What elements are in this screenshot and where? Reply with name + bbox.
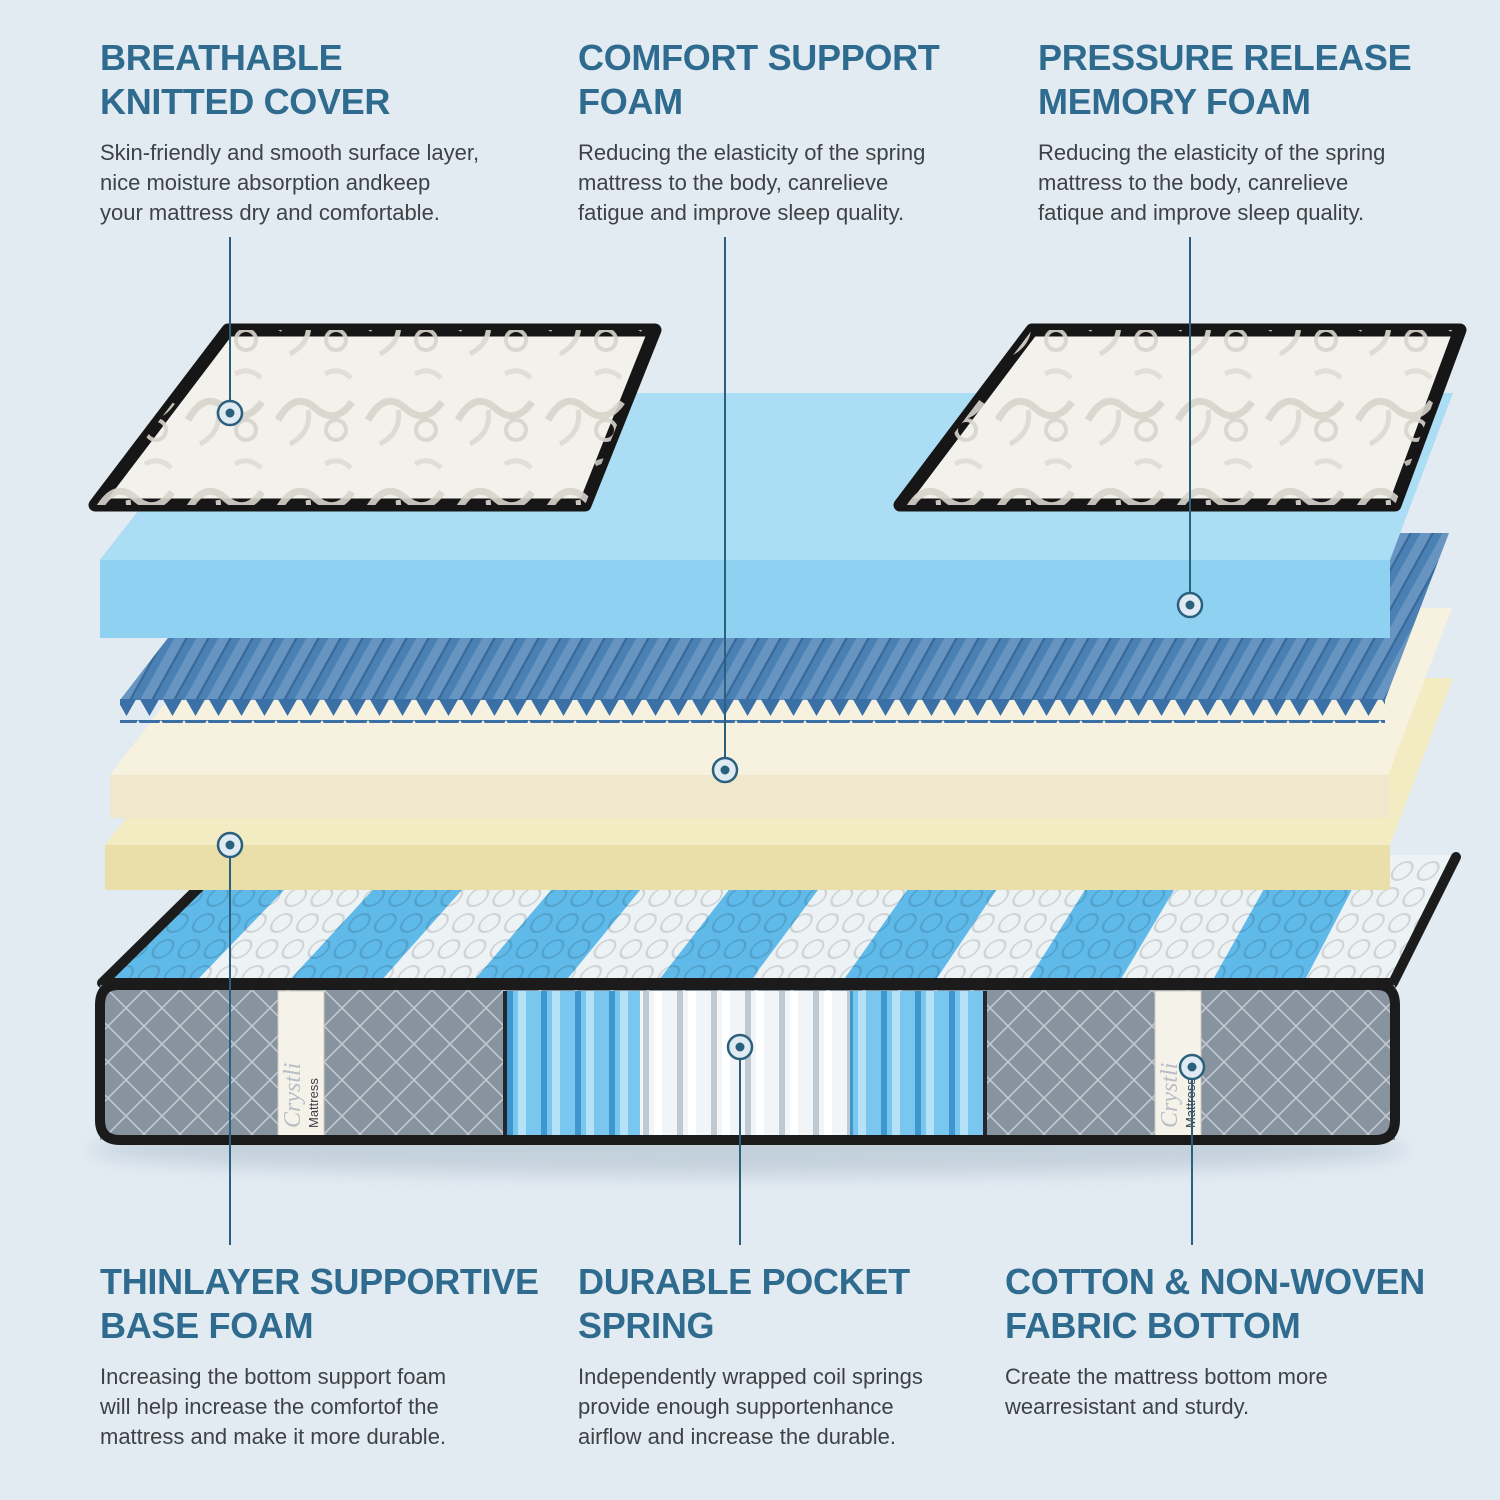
pocket-springs xyxy=(503,991,987,1138)
foam-ridge-teeth xyxy=(120,699,1385,723)
callout-title: DURABLE POCKET SPRING xyxy=(578,1261,910,1346)
connector-breathable-cover xyxy=(216,237,244,427)
marker-memory-foam xyxy=(1185,600,1195,610)
callout-description: Skin-friendly and smooth surface layer, … xyxy=(100,139,480,225)
brand-sub-text: Mattress xyxy=(1183,1078,1198,1128)
callout-comfort-foam: COMFORT SUPPORT FOAM Reducing the elasti… xyxy=(578,36,1048,228)
callout-description: Reducing the elasticity of the spring ma… xyxy=(578,139,926,225)
callout-description: Create the mattress bottom more wearresi… xyxy=(1005,1363,1328,1419)
marker-breathable-cover xyxy=(225,408,235,418)
callout-title: COMFORT SUPPORT FOAM xyxy=(578,37,940,122)
connector-pocket-spring xyxy=(726,1033,754,1245)
callout-memory-foam: PRESSURE RELEASE MEMORY FOAM Reducing th… xyxy=(1038,36,1500,228)
callout-description: Independently wrapped coil springs provi… xyxy=(578,1363,923,1449)
callout-fabric-bottom: COTTON & NON-WOVEN FABRIC BOTTOM Create … xyxy=(1005,1260,1475,1422)
marker-comfort-foam xyxy=(720,765,730,775)
base-front-rim xyxy=(95,980,1400,1145)
brand-logo-text: Crystli xyxy=(1157,1063,1183,1128)
cover-layer-left xyxy=(88,323,662,512)
marker-pocket-spring xyxy=(735,1042,745,1052)
connector-comfort-foam xyxy=(711,237,739,784)
cover-layer-right xyxy=(893,323,1467,512)
callout-title: BREATHABLE KNITTED COVER xyxy=(100,37,391,122)
callout-base-foam: THINLAYER SUPPORTIVE BASE FOAM Increasin… xyxy=(100,1260,570,1452)
callout-description: Increasing the bottom support foam will … xyxy=(100,1363,447,1449)
callout-breathable-cover: BREATHABLE KNITTED COVER Skin-friendly a… xyxy=(100,36,570,228)
brand-sub-text: Mattress xyxy=(306,1078,321,1128)
callout-title: PRESSURE RELEASE MEMORY FOAM xyxy=(1038,37,1412,122)
connector-fabric-bottom xyxy=(1178,1053,1206,1245)
callout-title: COTTON & NON-WOVEN FABRIC BOTTOM xyxy=(1005,1261,1425,1346)
marker-fabric-bottom xyxy=(1187,1062,1197,1072)
brand-logo-text: Crystli xyxy=(280,1063,306,1128)
callout-title: THINLAYER SUPPORTIVE BASE FOAM xyxy=(100,1261,539,1346)
marker-base-foam xyxy=(225,840,235,850)
brand-label-left: Crystli Mattress xyxy=(277,990,325,1139)
connector-memory-foam xyxy=(1176,237,1204,619)
connector-base-foam xyxy=(216,831,244,1245)
connectors xyxy=(216,237,1206,1245)
callout-pocket-spring: DURABLE POCKET SPRING Independently wrap… xyxy=(578,1260,1048,1452)
callout-description: Reducing the elasticity of the spring ma… xyxy=(1038,139,1386,225)
mattress-base: Crystli Mattress Crystli Mattress xyxy=(95,852,1461,1145)
